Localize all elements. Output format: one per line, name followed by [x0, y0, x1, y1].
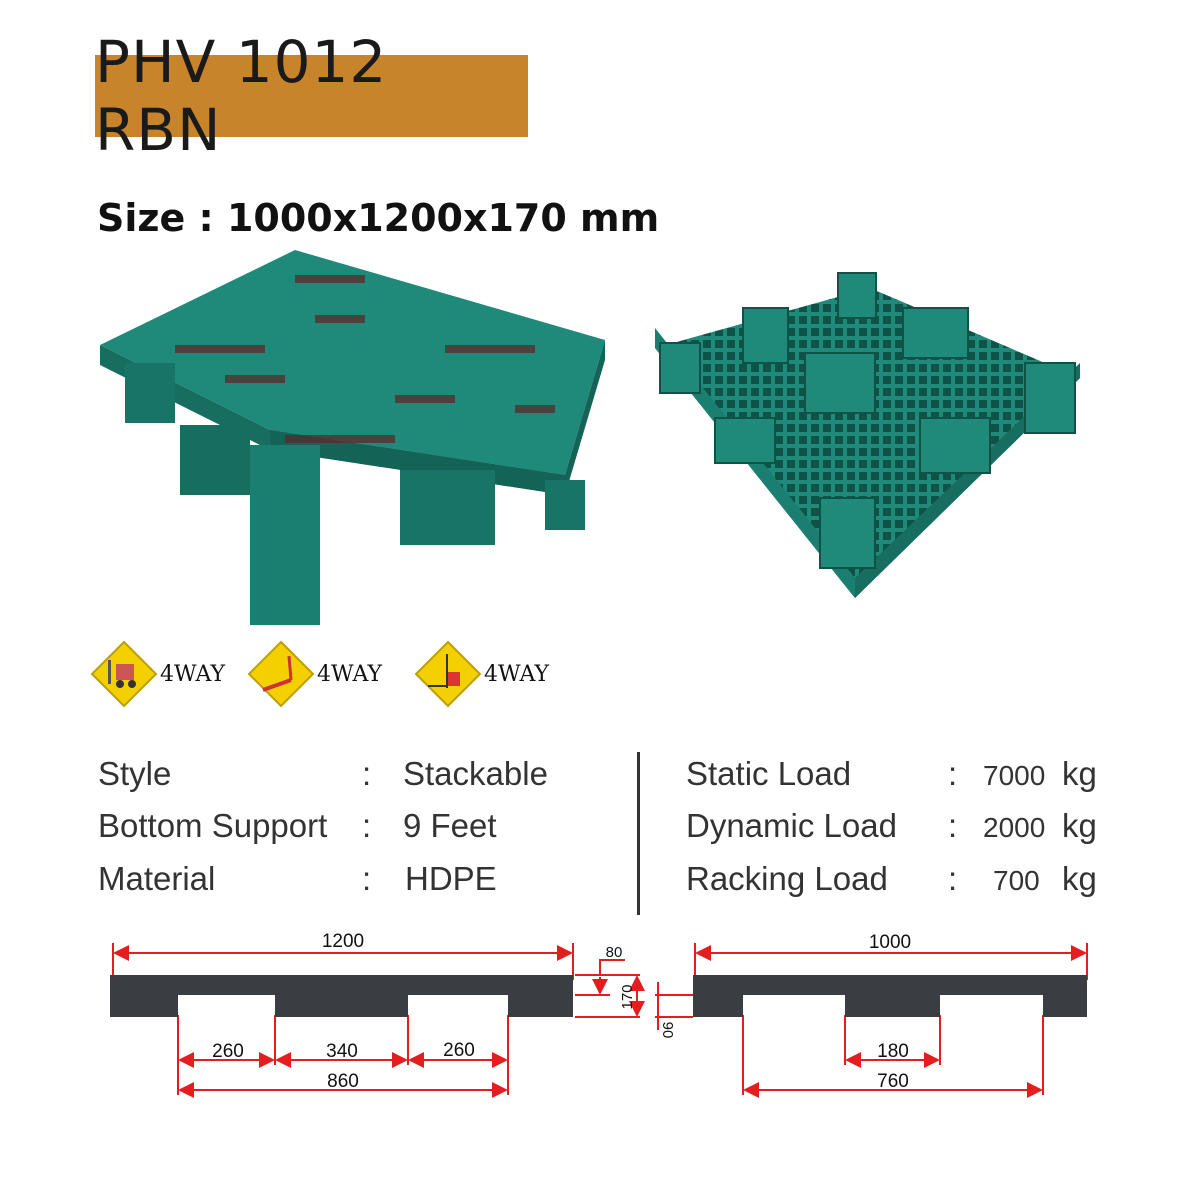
dim-span-860: 860: [327, 1071, 359, 1092]
spec-divider: [637, 752, 640, 915]
dimension-drawings: 1200 260 340 260 860 80 170 90 1000 180 …: [110, 931, 1088, 1098]
dim-mid: 340: [326, 1041, 358, 1062]
spec-separator: :: [362, 755, 372, 792]
spec-separator: :: [362, 860, 372, 897]
electric-stacker-icon: [414, 640, 482, 708]
dim-deck-80: 80: [606, 944, 623, 961]
product-title-banner: PHV 1012 RBN: [95, 28, 528, 164]
spec-label: Style: [98, 755, 172, 792]
dim-gap-left: 260: [212, 1041, 244, 1062]
spec-unit: kg: [1062, 755, 1097, 792]
handling-label: 4WAY: [160, 661, 226, 687]
spec-separator: :: [362, 807, 372, 844]
spec-label: Bottom Support: [98, 807, 328, 844]
spec-value: 9 Feet: [403, 807, 497, 844]
spec-unit: kg: [1062, 860, 1097, 897]
spec-label: Material: [98, 860, 216, 897]
handling-label: 4WAY: [317, 661, 383, 687]
handling-label: 4WAY: [484, 661, 550, 687]
size-label: Size : 1000x1200x170 mm: [97, 196, 660, 240]
spec-label: Static Load: [686, 755, 852, 792]
spec-value: 2000: [983, 812, 1046, 843]
handling-forklift: 4WAY: [90, 640, 225, 708]
dim-length-1000: 1000: [869, 932, 911, 953]
spec-label: Dynamic Load: [686, 807, 897, 844]
handling-hand-pallet-truck: 4WAY: [247, 640, 382, 708]
spec-separator: :: [948, 807, 958, 844]
long-side-profile: [110, 975, 573, 1017]
dim-total-170: 170: [619, 984, 636, 1009]
spec-label: Racking Load: [686, 860, 888, 897]
forklift-icon: [90, 640, 158, 708]
hand-pallet-truck-icon: [247, 640, 315, 708]
dim-span-760: 760: [877, 1071, 909, 1092]
spec-separator: :: [948, 860, 958, 897]
handling-electric-stacker: 4WAY: [414, 640, 549, 708]
short-side-profile: [693, 975, 1087, 1017]
spec-value: 700: [993, 865, 1040, 896]
spec-unit: kg: [1062, 807, 1097, 844]
spec-separator: :: [948, 755, 958, 792]
pallet-top-view-image: [100, 250, 605, 625]
product-title: PHV 1012 RBN: [95, 28, 388, 164]
dim-gap-right: 260: [443, 1040, 475, 1061]
spec-value: 7000: [983, 760, 1046, 791]
pallet-bottom-view-image: [655, 272, 1080, 598]
dim-mid-180: 180: [877, 1041, 909, 1062]
spec-value: Stackable: [403, 755, 548, 792]
dim-length-1200: 1200: [322, 931, 364, 952]
spec-value: HDPE: [405, 860, 497, 897]
dim-entry-90: 90: [659, 1022, 676, 1039]
